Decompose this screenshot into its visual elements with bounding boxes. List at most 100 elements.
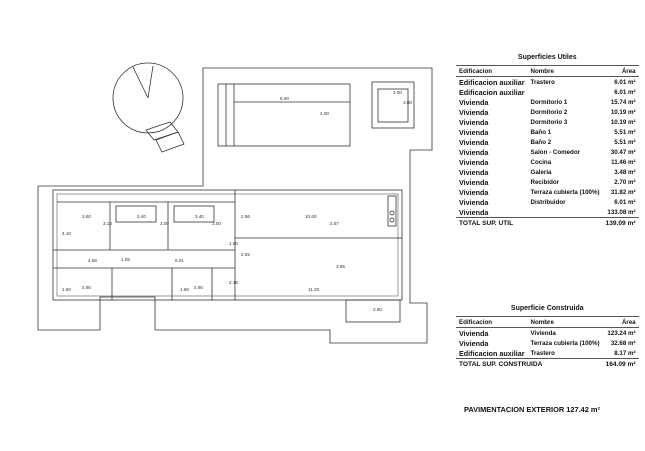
dimension-label: 3.85 — [336, 264, 345, 269]
dimension-label: 2.90 — [82, 285, 91, 290]
dimension-label: 2.15 — [229, 280, 238, 285]
utiles-cell-edificacion: Vivienda — [459, 197, 489, 207]
utiles-row: Vivienda Dormitorio 1 15.74 m² — [456, 97, 639, 107]
construida-row: Vivienda Vivienda 123.24 m² — [456, 328, 639, 339]
construida-header-area: Área — [602, 316, 639, 328]
utiles-cell-area: 2.70 m² — [614, 178, 636, 186]
utiles-row: Vivienda Recibidor 2.70 m² — [456, 177, 639, 187]
utiles-header-edificacion: Edificacion — [456, 65, 528, 77]
dimension-label: 11.30 — [308, 287, 320, 292]
dimension-label: 1.60 — [62, 287, 71, 292]
trastero-building — [371, 81, 415, 129]
dimension-label: 3.60 — [82, 214, 91, 219]
dimension-label: 4.00 — [320, 111, 329, 116]
utiles-cell-area: 3.48 m² — [614, 168, 636, 176]
dimension-label: 3.10 — [103, 221, 112, 226]
construida-cell-nombre: Vivienda — [530, 329, 556, 337]
utiles-row: Vivienda Cocina 11.46 m² — [456, 157, 639, 167]
utiles-cell-area: 6.01 m² — [614, 198, 636, 206]
dimension-label: 3.40 — [195, 214, 204, 219]
utiles-cell-nombre: Dormitorio 2 — [530, 108, 568, 116]
utiles-cell-area: 5.51 m² — [614, 128, 636, 136]
utiles-cell-nombre: Terraza cubierta (100%) — [530, 188, 600, 196]
utiles-cell-edificacion: Vivienda — [459, 147, 489, 157]
construida-cell-nombre: Trastero — [530, 349, 555, 357]
utiles-cell-edificacion: Vivienda — [459, 137, 489, 147]
dimension-label: 2.00 — [393, 90, 402, 95]
utiles-cell-nombre: Trastero — [530, 78, 555, 86]
utiles-total-label: TOTAL SUP. UTIL — [456, 217, 603, 228]
dimension-label: 2.90 — [373, 307, 382, 312]
utiles-row: Vivienda Terraza cubierta (100%) 31.82 m² — [456, 187, 639, 197]
superficie-construida-table: Superficie Construida Edificacion Nombre… — [456, 300, 639, 369]
utiles-cell-nombre: Galeria — [530, 168, 552, 176]
utiles-cell-area: 15.74 m² — [610, 98, 636, 106]
construida-cell-edificacion: Vivienda — [459, 328, 489, 338]
dimension-label: 2.90 — [194, 285, 203, 290]
construida-cell-area: 8.17 m² — [614, 349, 636, 357]
utiles-cell-nombre: Dormitorio 3 — [530, 118, 568, 126]
utiles-cell-area: 11.46 m² — [611, 158, 636, 166]
dimension-label: 6.01 — [175, 258, 184, 263]
dimension-label: 10.60 — [305, 214, 317, 219]
utiles-cell-edificacion: Vivienda — [459, 117, 489, 127]
construida-row: Edificacion auxiliar Trastero 8.17 m² — [456, 348, 639, 359]
utiles-row: Edificacion auxiliar 6.01 m² — [456, 87, 639, 97]
dimension-label: 4.10 — [62, 231, 71, 236]
dimension-label: 4.58 — [88, 258, 97, 263]
dimension-label: 2.92 — [241, 252, 250, 257]
construida-cell-area: 32.68 m² — [610, 339, 636, 347]
utiles-row: Vivienda Distribuidor 6.01 m² — [456, 197, 639, 207]
utiles-cell-area: 5.51 m² — [614, 138, 636, 146]
utiles-cell-nombre — [528, 87, 603, 97]
construida-total-value: 164.09 m² — [602, 358, 639, 369]
utiles-cell-area: 6.01 m² — [614, 88, 636, 96]
utiles-cell-edificacion: Edificacion auxiliar — [459, 87, 525, 97]
utiles-cell-nombre: Recibidor — [530, 178, 560, 186]
construida-header-nombre: Nombre — [527, 316, 603, 328]
superficies-utiles-table: Superficies Utiles Edificacion Nombre Ár… — [456, 49, 639, 228]
utiles-cell-area: 6.01 m² — [614, 78, 636, 86]
utiles-header-area: Área — [602, 65, 639, 77]
utiles-cell-nombre — [528, 207, 603, 218]
dimension-label: 1.80 — [229, 241, 238, 246]
construida-cell-area: 123.24 m² — [607, 329, 636, 337]
utiles-cell-nombre: Salon - Comedor — [530, 148, 581, 156]
utiles-header-nombre: Nombre — [527, 65, 603, 77]
construida-total-label: TOTAL SUP. CONSTRUIDA — [456, 358, 603, 369]
utiles-cell-edificacion: Vivienda — [459, 157, 489, 167]
utiles-cell-nombre: Distribuidor — [530, 198, 566, 206]
utiles-cell-edificacion: Vivienda — [459, 177, 489, 187]
construida-header-edificacion: Edificacion — [456, 316, 528, 328]
utiles-cell-edificacion: Vivienda — [459, 97, 489, 107]
construida-cell-edificacion: Edificacion auxiliar — [459, 348, 525, 358]
utiles-cell-edificacion: Vivienda — [459, 187, 489, 197]
construida-cell-nombre: Terraza cubierta (100%) — [530, 339, 600, 347]
utiles-cell-nombre: Dormitorio 1 — [530, 98, 568, 106]
house-outline — [52, 189, 403, 301]
utiles-cell-edificacion: Vivienda — [459, 207, 489, 217]
dimension-label: 3.00 — [160, 221, 169, 226]
utiles-total-value: 139.09 m² — [602, 217, 639, 228]
dimension-label: 6.00 — [280, 96, 289, 101]
utiles-cell-edificacion: Vivienda — [459, 107, 489, 117]
utiles-cell-nombre: Cocina — [530, 158, 552, 166]
dimension-label: 2.56 — [241, 214, 250, 219]
utiles-row: Vivienda 133.08 m² — [456, 207, 639, 218]
rectangular-pool — [217, 83, 351, 147]
utiles-cell-area: 10.19 m² — [610, 118, 636, 126]
dimension-label: 3.40 — [137, 214, 146, 219]
dimension-label: 3.00 — [403, 100, 412, 105]
utiles-cell-edificacion: Vivienda — [459, 127, 489, 137]
construida-title: Superficie Construida — [456, 300, 639, 317]
utiles-cell-area: 133.08 m² — [607, 208, 636, 216]
pavimentacion-exterior: PAVIMENTACION EXTERIOR 127.42 m² — [464, 405, 600, 414]
utiles-cell-area: 31.82 m² — [610, 188, 636, 196]
